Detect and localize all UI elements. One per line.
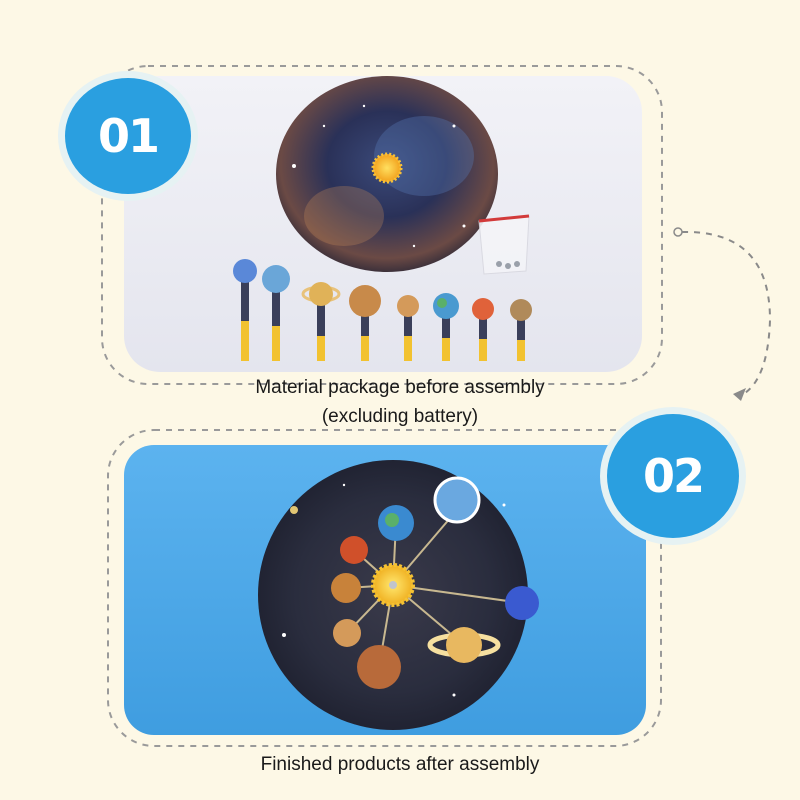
- planet-jupiter: [357, 645, 401, 689]
- step2-number: 02: [642, 449, 705, 503]
- step2-caption: Finished products after assembly: [260, 754, 540, 775]
- finished-product-illustration: [258, 460, 539, 730]
- planet-stick-7: [472, 298, 494, 361]
- planet-stick-3: [301, 282, 341, 361]
- step1-caption-line2: (excluding battery): [321, 406, 479, 427]
- connector-dashed-line: [681, 230, 772, 396]
- planet-stick-8: [510, 299, 532, 361]
- step1-dashed-border: [101, 65, 663, 385]
- planet-stick-4: [349, 285, 381, 361]
- accessory-bag: [478, 215, 530, 275]
- planet-saturn: [446, 627, 482, 663]
- step1-number-badge: 01: [65, 78, 191, 194]
- sun-icon: [371, 152, 403, 184]
- step1-number: 01: [97, 109, 160, 163]
- planet-stick-5: [397, 295, 419, 361]
- step2-number-badge: 02: [607, 414, 739, 538]
- step2-photo: [124, 445, 646, 735]
- planet-stick-2: [262, 265, 290, 361]
- planet-neptune: [505, 586, 539, 620]
- connector-arrow-icon: [733, 388, 746, 401]
- step1-caption-line1: Material package before assembly: [255, 377, 545, 398]
- step2-dashed-border: [107, 429, 662, 747]
- connector-start-dot: [673, 227, 683, 237]
- material-package-illustration: [233, 76, 532, 361]
- planet-stick-6: [433, 293, 459, 361]
- step1-photo: [124, 76, 642, 372]
- planet-venus: [331, 573, 361, 603]
- planet-stick-1: [233, 259, 257, 361]
- planet-uranus: [433, 476, 481, 524]
- planet-mercury: [333, 619, 361, 647]
- planet-mars: [340, 536, 368, 564]
